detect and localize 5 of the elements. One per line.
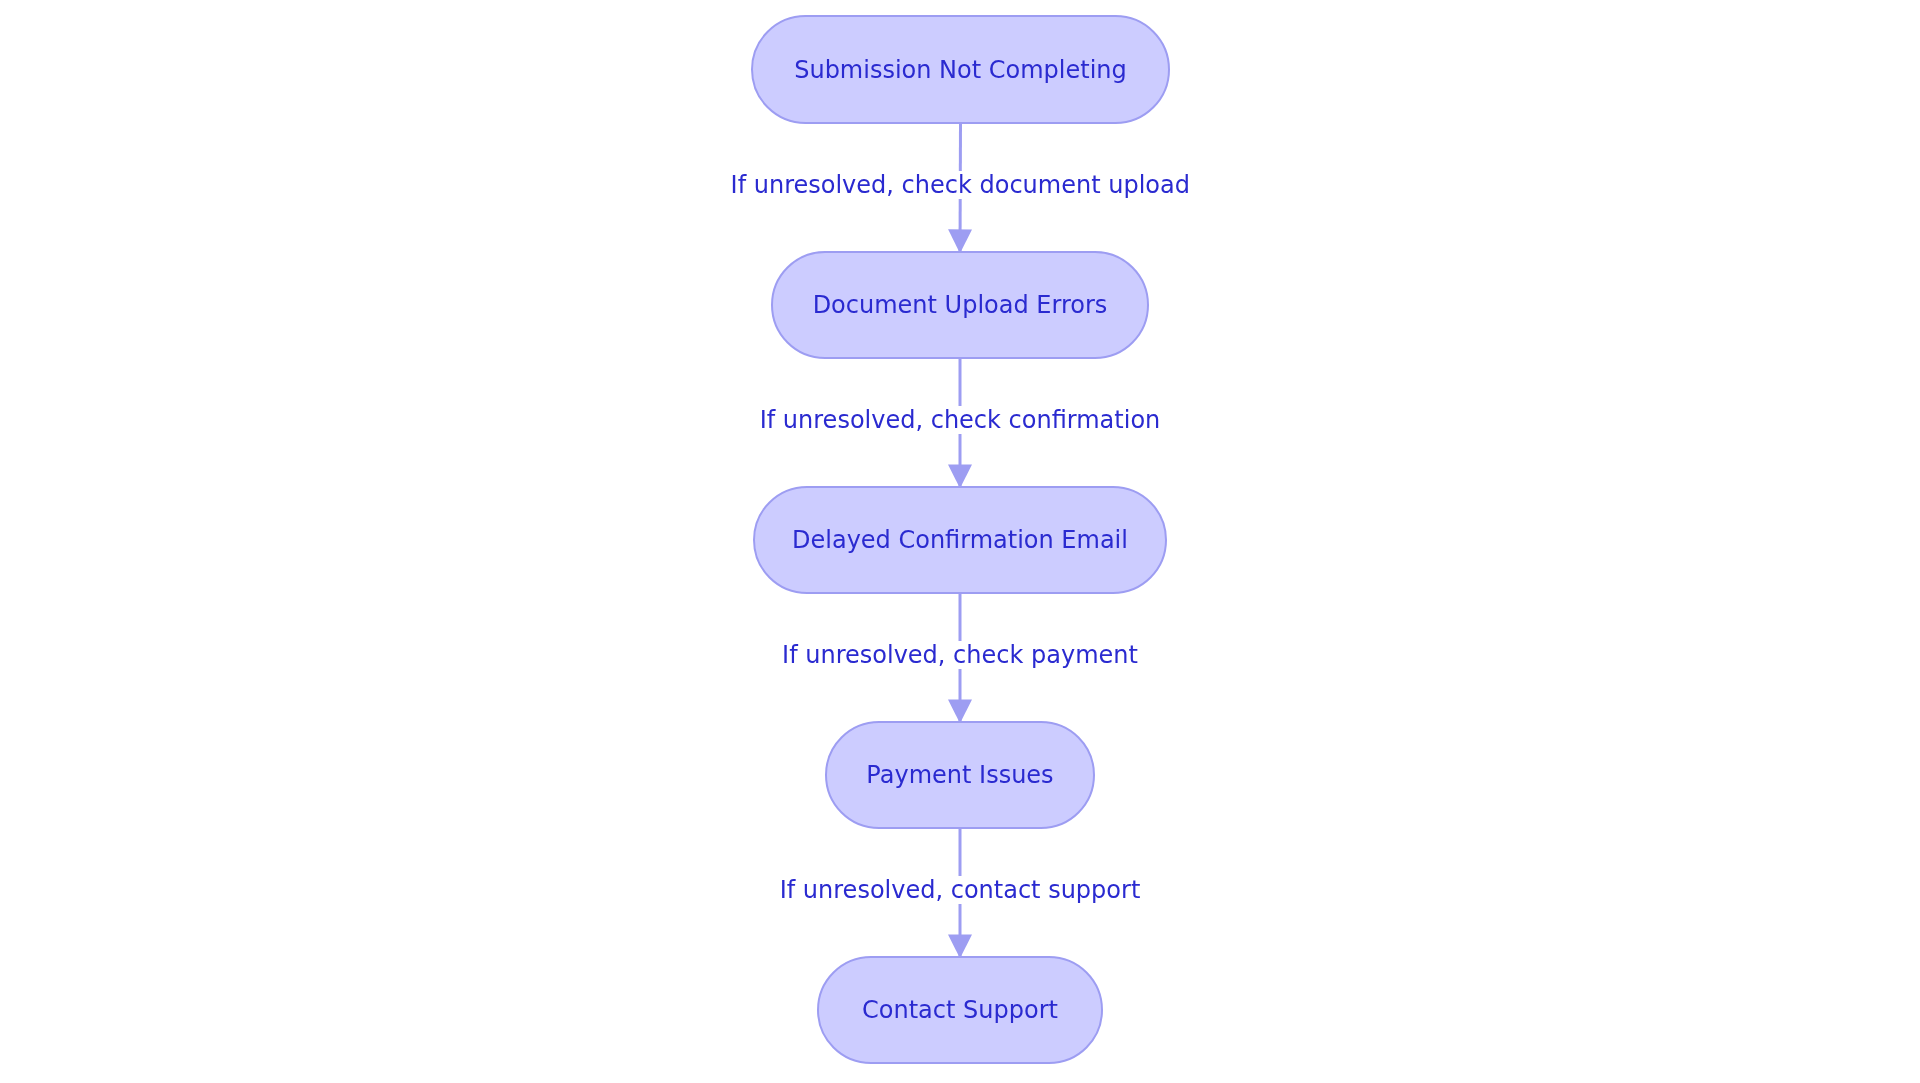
process-box: Submission Not Completing xyxy=(751,15,1170,124)
process-box: Contact Support xyxy=(817,956,1103,1064)
process-box: Document Upload Errors xyxy=(771,251,1149,359)
process-box: Payment Issues xyxy=(825,721,1095,829)
process-box: Delayed Confirmation Email xyxy=(753,486,1167,594)
